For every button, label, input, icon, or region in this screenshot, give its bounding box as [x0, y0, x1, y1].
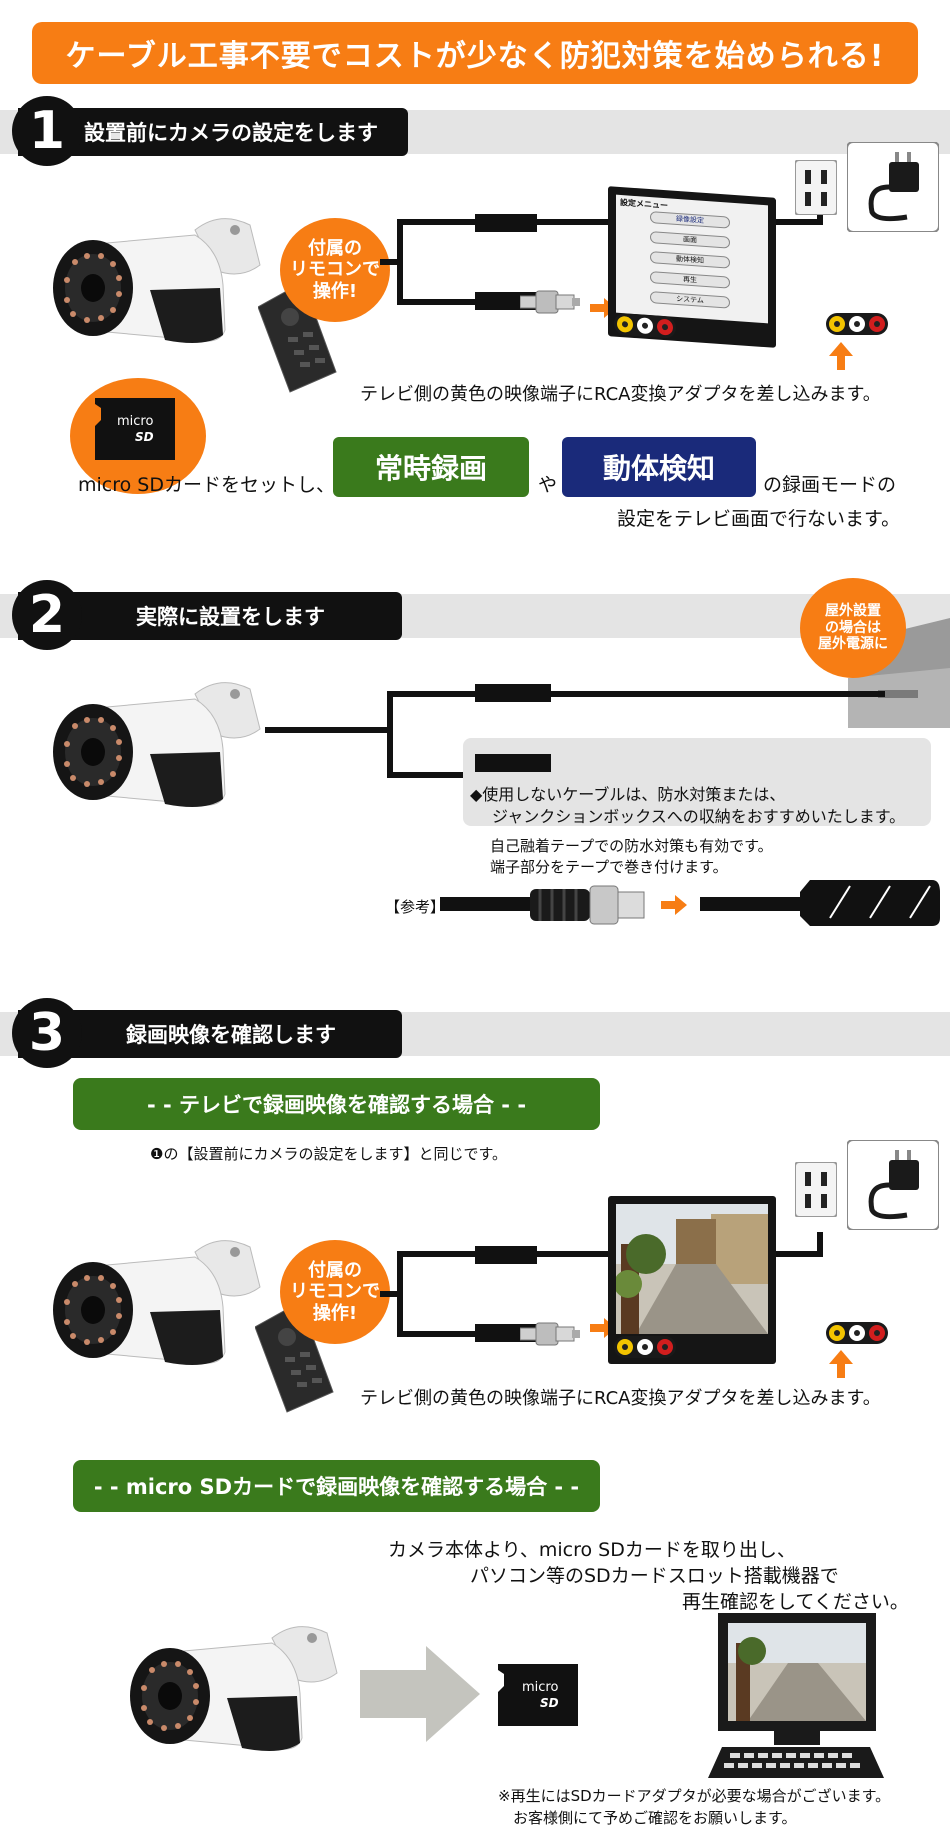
remote-bubble-line2: リモコンで — [290, 1281, 380, 1303]
tv-garden-image — [616, 1204, 768, 1334]
remote-bubble-line3: 操作! — [312, 1302, 358, 1324]
step3-title-text: 録画映像を確認します — [126, 1023, 336, 1047]
remote-bubble-line1: 付属の — [308, 1259, 362, 1281]
step1-title-text: 設置前にカメラの設定をします — [84, 121, 378, 145]
sd-card-label: micro — [522, 1680, 559, 1695]
outdoor-bubble-line2: の場合は — [825, 619, 881, 636]
pc-line1: カメラ本体より、micro SDカードを取り出し、 — [388, 1539, 796, 1561]
mode-suffix: の録画モードの — [763, 474, 897, 496]
step3-number: 3 — [12, 998, 82, 1068]
cable-after-tape — [700, 880, 940, 926]
footnote-line1: ※再生にはSDカードアダプタが必要な場合がございます。 — [498, 1787, 891, 1805]
tv-monitor — [608, 1196, 776, 1364]
sd-card-label2: SD — [540, 1696, 559, 1710]
arrow-right-icon — [661, 895, 687, 915]
remote-bubble-line2: リモコンで — [290, 259, 380, 281]
sd-card-image: micro SD — [95, 398, 175, 460]
power-adapter-image — [847, 142, 939, 232]
step2-note-box — [463, 738, 931, 826]
tv-menu-item: 画面 — [650, 231, 730, 249]
tv-monitor: 設定メニュー 録像設定 画面 動体検知 再生 システム — [608, 186, 776, 348]
rca-jack-image — [826, 313, 888, 335]
gray-arrow-icon — [360, 1646, 480, 1742]
tape-line2: 端子部分をテープで巻き付けます。 — [490, 858, 728, 876]
step2-number: 2 — [12, 580, 82, 650]
rca-jack-image — [826, 1322, 888, 1344]
remote-bubble: 付属の リモコンで 操作! — [280, 218, 390, 322]
unused-cable-end — [475, 754, 551, 772]
sd-card-label: micro — [117, 414, 154, 429]
footnote-line2: お客様側にて予めご確認をお願いします。 — [513, 1809, 797, 1827]
arrow-up-icon — [829, 1350, 853, 1378]
tv-menu-item: 動体検知 — [650, 251, 730, 269]
step3-tv-note: テレビ側の黄色の映像端子にRCA変換アダプタを差し込みます。 — [360, 1388, 881, 1409]
outdoor-bubble: 屋外設置 の場合は 屋外電源に — [800, 578, 906, 678]
remote-bubble-line1: 付属の — [308, 237, 362, 259]
step3-title: 録画映像を確認します — [18, 1010, 402, 1058]
tv-check-same: ❶の【設置前にカメラの設定をします】と同じです。 — [150, 1145, 507, 1163]
tv-rca-jack — [614, 312, 676, 339]
bullet-camera-image — [52, 1240, 261, 1366]
sd-check-pill: - - micro SDカードで録画映像を確認する場合 - - — [73, 1460, 600, 1512]
outdoor-outlet-image — [848, 618, 950, 728]
sd-card-label2: SD — [135, 430, 154, 444]
step2-note-line1: ◆使用しないケーブルは、防水対策または、 — [470, 785, 786, 804]
sd-card-image: micro SD — [498, 1664, 584, 1726]
tv-rca-jack — [614, 1336, 676, 1358]
bnc-connector — [520, 1322, 581, 1346]
step1-number: 1 — [12, 96, 82, 166]
step2-title-text: 実際に設置をします — [136, 605, 325, 629]
header-banner: ケーブル工事不要でコストが少なく防犯対策を始められる! — [32, 22, 918, 84]
bullet-camera-image — [52, 682, 261, 808]
bullet-camera-image — [129, 1626, 338, 1752]
step1-title: 設置前にカメラの設定をします — [18, 108, 408, 156]
step2-cables — [265, 684, 885, 778]
mode-motion-detect: 動体検知 — [562, 437, 756, 497]
tv-menu-item: システム — [650, 291, 730, 309]
outdoor-bubble-line1: 屋外設置 — [825, 602, 881, 619]
tv-menu-screen: 設定メニュー 録像設定 画面 動体検知 再生 システム — [616, 194, 768, 324]
remote-bubble: 付属の リモコンで 操作! — [280, 1240, 390, 1344]
mode-line2: 設定をテレビ画面で行ないます。 — [617, 508, 901, 530]
remote-bubble-line3: 操作! — [312, 280, 358, 302]
tv-check-pill: - - テレビで録画映像を確認する場合 - - — [73, 1078, 600, 1130]
bnc-connector — [520, 290, 581, 314]
sd-set-text: micro SDカードをセットし、 — [78, 474, 335, 496]
step1-tv-note: テレビ側の黄色の映像端子にRCA変換アダプタを差し込みます。 — [360, 384, 881, 405]
pc-line3: 再生確認をしてください。 — [682, 1591, 909, 1613]
mode-always-record: 常時録画 — [333, 437, 529, 497]
bullet-camera-image — [52, 218, 261, 344]
reference-label: 【参考】 — [385, 898, 446, 916]
power-outlet-image — [795, 1162, 837, 1217]
pc-line2: パソコン等のSDカードスロット搭載機器で — [470, 1565, 839, 1587]
power-outlet-image — [795, 160, 837, 215]
tape-line1: 自己融着テープでの防水対策も有効です。 — [490, 837, 773, 855]
power-adapter-image — [847, 1140, 939, 1230]
tv-menu-item: 再生 — [650, 271, 730, 289]
step2-note-line2: ジャンクションボックスへの収納をおすすめいたします。 — [492, 807, 906, 826]
step3-cables — [380, 1232, 823, 1342]
cable-before-tape — [440, 885, 645, 925]
pc-monitor-image — [708, 1613, 884, 1778]
step2-title: 実際に設置をします — [18, 592, 402, 640]
arrow-up-icon — [829, 342, 853, 370]
mode-ya: や — [538, 474, 558, 496]
outdoor-bubble-line3: 屋外電源に — [818, 636, 888, 653]
